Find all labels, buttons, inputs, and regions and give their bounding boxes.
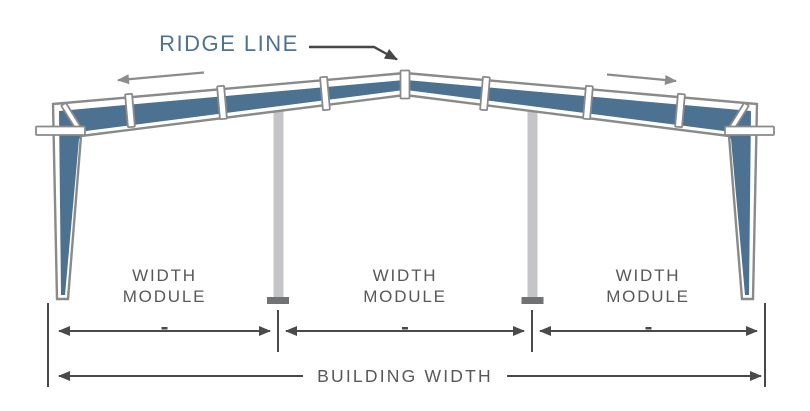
roof-slope-arrows [117,71,677,85]
module3-label-line1: WIDTH [616,266,681,285]
module2-center-tick [402,327,408,330]
rafter-tab [216,84,228,121]
rafter-tab [582,84,594,121]
eave-tab-left [35,125,86,136]
module2-label-line1: WIDTH [373,266,438,285]
module1-label-line2: MODULE [123,287,207,306]
rigid-frame [35,69,775,301]
ridge-callout: RIDGE LINE [159,31,398,61]
rafter-tab [319,75,331,112]
rafter-tab [124,92,136,129]
module1-center-tick [161,327,168,330]
rafter-tab [479,75,491,112]
interior-column-right [527,108,538,297]
module3-label-line2: MODULE [606,287,690,306]
slope-arrow-right [606,73,677,85]
ridge-splice-plate [399,69,411,100]
eave-tab-right [724,125,775,136]
module2-label-line2: MODULE [363,287,447,306]
base-plate-left [267,297,289,304]
ridge-callout-arrow [309,45,398,61]
dimensions: WIDTH MODULE WIDTH MODULE WIDTH MODULE B… [47,266,766,387]
building-width-label: BUILDING WIDTH [317,366,493,386]
interior-columns [267,108,544,304]
slope-arrow-left [117,71,205,85]
base-plate-right [521,297,544,304]
interior-column-left [273,108,284,297]
rafter-tab [674,92,686,129]
module3-center-tick [645,327,652,330]
ridge-line-label: RIDGE LINE [159,31,299,56]
module1-label-line1: WIDTH [132,266,197,285]
